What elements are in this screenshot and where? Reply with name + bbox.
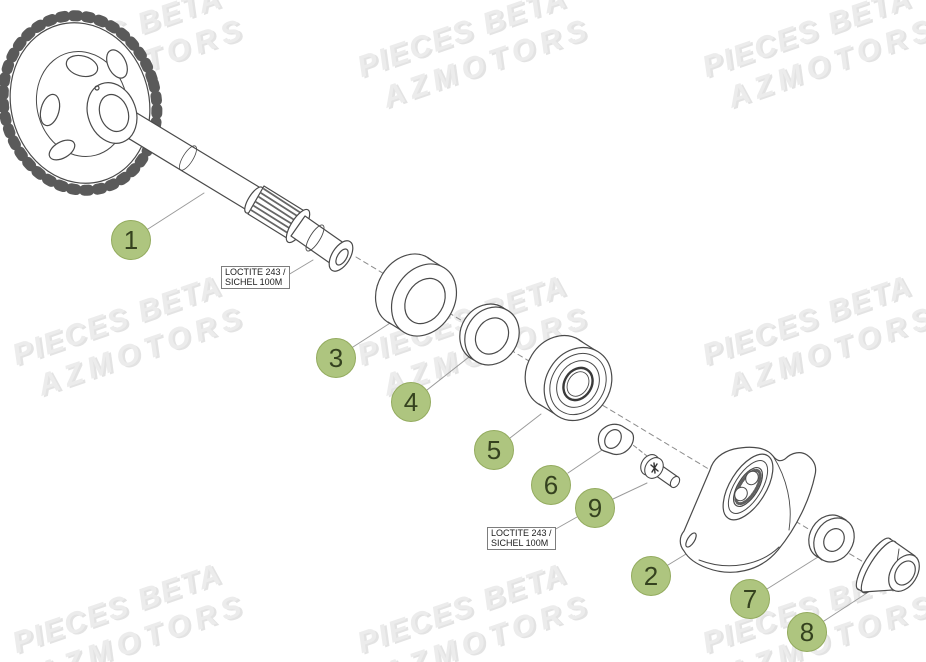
part-2-counterweight[interactable] bbox=[679, 446, 817, 573]
callout-part-5[interactable]: 5 bbox=[474, 430, 514, 470]
callout-part-1[interactable]: 1 bbox=[111, 220, 151, 260]
torx-recess bbox=[650, 462, 659, 474]
callout-part-6[interactable]: 6 bbox=[531, 465, 571, 505]
part-4-washer[interactable] bbox=[449, 294, 530, 375]
part-8-flange-nut[interactable] bbox=[850, 534, 925, 597]
boss-spline-bore bbox=[734, 468, 762, 506]
loctite-note-line2: SICHEL 100M bbox=[491, 537, 549, 548]
axis-segment-plate-screw bbox=[627, 440, 653, 461]
gear-cutout bbox=[106, 49, 128, 79]
part-3-spacer[interactable] bbox=[362, 242, 469, 348]
part-1-balancer-shaft-gear[interactable] bbox=[0, 0, 358, 275]
part-7-washer[interactable] bbox=[801, 507, 863, 569]
counterweight-tip-hole bbox=[685, 532, 697, 548]
tip-step-ring bbox=[305, 224, 325, 252]
loctite-note-line2: SICHEL 100M bbox=[225, 276, 283, 287]
loctite-note-line1: LOCTITE 243 / bbox=[225, 267, 286, 277]
loctite-note-shaft: LOCTITE 243 / SICHEL 100M bbox=[221, 266, 290, 289]
callout-part-9[interactable]: 9 bbox=[575, 488, 615, 528]
callout-part-2[interactable]: 2 bbox=[631, 556, 671, 596]
callout-part-7[interactable]: 7 bbox=[730, 579, 770, 619]
loctite-note-screw: LOCTITE 243 / SICHEL 100M bbox=[487, 527, 556, 550]
part-6-lock-plate[interactable] bbox=[597, 423, 635, 456]
hub-pin-hole bbox=[94, 85, 100, 91]
gear-hub-bore bbox=[98, 93, 130, 133]
callout-part-8[interactable]: 8 bbox=[787, 612, 827, 652]
gear-cutout bbox=[39, 93, 61, 127]
tip-bore bbox=[335, 248, 349, 266]
shaft-ring-mark bbox=[179, 145, 197, 171]
callout-part-4[interactable]: 4 bbox=[391, 382, 431, 422]
callout-part-3[interactable]: 3 bbox=[316, 338, 356, 378]
gear-cutout bbox=[65, 54, 99, 78]
part-9-screw[interactable] bbox=[637, 451, 682, 489]
spline-teeth-lines bbox=[250, 188, 305, 236]
part-5-bearing[interactable] bbox=[512, 323, 626, 433]
gear-cutout bbox=[48, 139, 76, 161]
loctite-note-line1: LOCTITE 243 / bbox=[491, 528, 552, 538]
